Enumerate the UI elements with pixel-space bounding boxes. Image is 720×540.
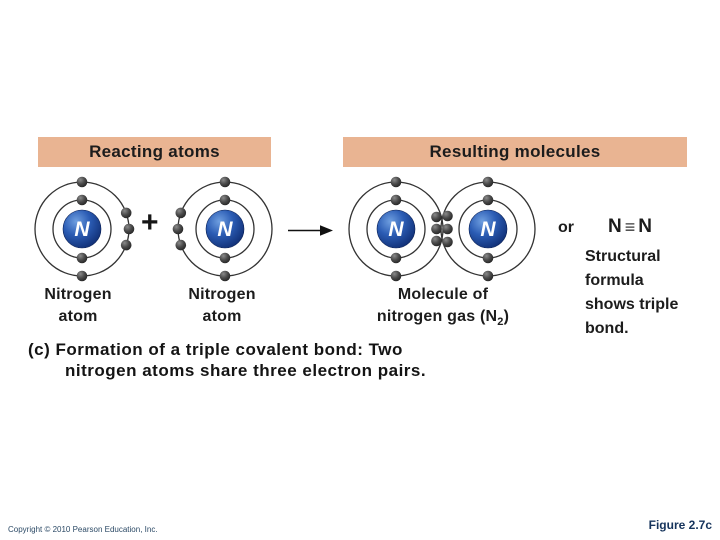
reacting-atoms-header: Reacting atoms	[38, 137, 271, 167]
nucleus-label: N	[217, 218, 233, 241]
nitrogen-atom-diagram-left: N	[34, 176, 135, 282]
figure-caption: (c) Formation of a triple covalent bond:…	[28, 339, 426, 381]
molecule-label: Molecule of nitrogen gas (N2)	[352, 284, 534, 333]
formula-right-n: N	[638, 216, 652, 237]
nitrogen-atom-label-right: Nitrogen atom	[188, 286, 256, 325]
figure-number: Figure 2.7c	[648, 518, 712, 532]
resulting-molecules-header: Resulting molecules	[343, 137, 687, 167]
reaction-arrow	[288, 225, 333, 236]
molecule-subscript: 2	[497, 316, 504, 329]
caption-line1: (c) Formation of a triple covalent bond:…	[28, 340, 403, 359]
caption-line2: nitrogen atoms share three electron pair…	[65, 361, 427, 380]
nucleus-label: N	[388, 218, 404, 241]
structural-formula-note: Structural formula shows triple bond.	[585, 248, 679, 337]
nitrogen-atom-label-left: Nitrogen atom	[44, 286, 112, 325]
molecule-label-line1: Molecule of	[397, 286, 489, 303]
molecule-label-suffix: )	[503, 308, 510, 325]
nucleus-label: N	[74, 218, 90, 241]
nitrogen-atom-diagram-right: N	[172, 176, 273, 282]
triple-bond-symbol: ≡	[624, 216, 636, 237]
or-text: or	[558, 219, 574, 236]
nitrogen-molecule-diagram: N N	[348, 176, 536, 282]
plus-sign: +	[141, 206, 159, 239]
molecule-label-line2: nitrogen gas (N2)	[376, 308, 510, 329]
formula-left-n: N	[608, 216, 622, 237]
shared-electron-pairs	[431, 210, 453, 248]
nucleus-label: N	[480, 218, 496, 241]
structural-formula: N ≡ N	[608, 216, 652, 238]
molecule-label-prefix: nitrogen gas (N	[376, 308, 498, 325]
copyright-text: Copyright © 2010 Pearson Education, Inc.	[8, 525, 158, 534]
